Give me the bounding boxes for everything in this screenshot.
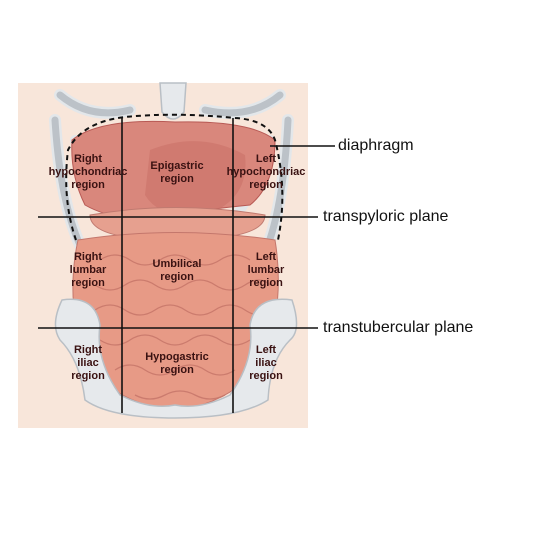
text-line: Left xyxy=(255,251,277,263)
text-line: lumbar xyxy=(69,264,107,276)
text-line: Epigastric xyxy=(150,160,204,172)
text-line: iliac xyxy=(255,357,277,369)
text-line: Right xyxy=(73,153,103,165)
text-line: lumbar xyxy=(247,264,285,276)
text-line: region xyxy=(71,277,105,289)
text-line: region xyxy=(160,271,194,283)
region-grid xyxy=(38,118,335,413)
text-line: region xyxy=(160,173,194,185)
sternum xyxy=(159,82,187,120)
text-line: hypochondriac xyxy=(226,166,306,178)
label-left-iliac: Left iliac region xyxy=(221,344,311,383)
text-line: region xyxy=(249,277,283,289)
callout-transtubercular-plane: transtubercular plane xyxy=(323,319,474,336)
text-line: region xyxy=(249,370,283,382)
label-left-lumbar: Left lumbar region xyxy=(221,251,311,290)
label-umbilical: Umbilical region xyxy=(132,258,222,284)
text-line: hypochondriac xyxy=(48,166,128,178)
transverse-colon xyxy=(89,207,266,241)
stomach-shape xyxy=(145,141,246,216)
text-line: region xyxy=(249,179,283,191)
callout-transpyloric-plane: transpyloric plane xyxy=(323,208,449,225)
text-line: region xyxy=(71,370,105,382)
intestine-loops xyxy=(94,254,271,400)
label-right-lumbar: Right lumbar region xyxy=(43,251,133,290)
text-line: region xyxy=(71,179,105,191)
label-hypogastric: Hypogastric region xyxy=(132,351,222,377)
label-right-hypochondriac: Right hypochondriac region xyxy=(43,153,133,192)
label-right-iliac: Right iliac region xyxy=(43,344,133,383)
text-line: Left xyxy=(255,344,277,356)
text-line: Umbilical xyxy=(152,258,202,270)
text-line: iliac xyxy=(77,357,99,369)
text-line: Right xyxy=(73,344,103,356)
text-line: Hypogastric xyxy=(145,351,209,363)
text-line: region xyxy=(160,364,194,376)
label-left-hypochondriac: Left hypochondriac region xyxy=(221,153,311,192)
text-line: Left xyxy=(255,153,277,165)
text-line: Right xyxy=(73,251,103,263)
label-epigastric: Epigastric region xyxy=(132,160,222,186)
pelvis xyxy=(54,298,298,419)
callout-diaphragm: diaphragm xyxy=(338,137,414,154)
